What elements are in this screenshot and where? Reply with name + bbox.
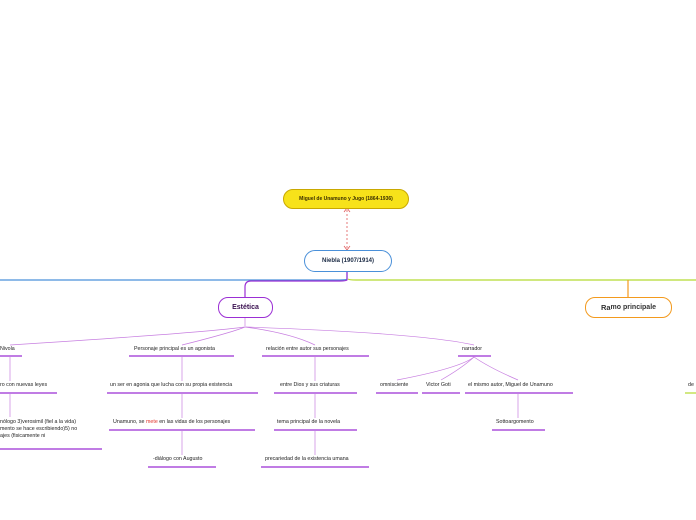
vertical-connectors [9,356,519,455]
nivola-nuevas-leyes[interactable]: ro con nuevas leyes [0,382,48,388]
relacion-dios[interactable]: entre Dios y sus criaturas [280,382,340,388]
blue-branch-line [0,272,348,281]
right-partial-node[interactable]: de [688,382,694,388]
subtopic-narrador[interactable]: narrador [462,346,483,352]
unamuno-suffix: en las vidas de los personajes [157,419,231,425]
personaje-dialogo[interactable]: -diálogo con Augusto [153,456,203,462]
green-branch-line [347,278,696,281]
subtopic-nivola[interactable]: Nivola [0,346,15,352]
central-topic[interactable]: Niebla (1907/1914) [304,250,392,272]
relacion-precariedad[interactable]: precariedad de la existencia umana [265,456,349,462]
monologo-line-2: mento se hace escribiendo)5) no [0,426,78,432]
estetica-fan-lines [9,318,475,346]
purple-branch-line [244,272,348,297]
monologo-line-1: nólogo 3)verosimil (fiel a la vida) [0,419,76,425]
narrador-victor[interactable]: Victor Goti [426,382,451,388]
unamuno-prefix: Unamuno, se [113,419,146,425]
narrador-omnisciente[interactable]: omnisciente [380,382,409,388]
personaje-unamuno-mete[interactable]: Unamuno, se mete en las vidas de los per… [113,419,230,426]
relacion-tema[interactable]: tema principal de la novela [277,419,341,425]
narrador-sottoargomento[interactable]: Sottoargomento [496,419,534,425]
main-topic-estetica[interactable]: Estética [218,297,273,318]
personaje-agonia[interactable]: un ser en agonia que lucha con su propia… [110,382,233,388]
nivola-monologo[interactable]: nólogo 3)verosimil (fiel a la vida) ment… [0,419,102,440]
ramo-suffix: mo principale [610,304,657,311]
monologo-line-3: ajes (fisicamente ni [0,433,46,439]
narrador-autor[interactable]: el mismo autor, Miguel de Unamuno [468,382,553,388]
ramo-prefix: Ra [600,303,611,312]
subtopic-relacion[interactable]: relación entre autor sus personajes [266,346,349,352]
root-node[interactable]: Miguel de Unamuno y Jugo (1864-1936) [283,189,409,209]
subtopic-personaje[interactable]: Personaje principal es un agonista [134,346,215,352]
deeper-underlines [0,392,573,468]
unamuno-highlight: mete [145,419,158,425]
